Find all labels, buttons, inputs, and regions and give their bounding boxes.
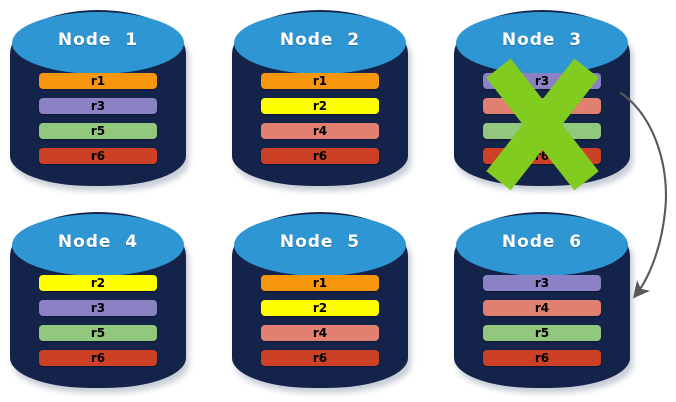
cylinder-top-ellipse [12, 12, 184, 74]
replica-list: r3 r4 r5 r6 [454, 275, 630, 375]
database-node-3[interactable]: Node 3 r3 r4 r5 r6 [454, 10, 633, 191]
replica-list: r1 r2 r4 r6 [232, 275, 408, 375]
replica-bar-r5[interactable]: r5 [39, 325, 157, 341]
replica-bar-r2[interactable]: r2 [39, 275, 157, 291]
replica-bar-r1[interactable]: r1 [261, 275, 379, 291]
replica-bar-r4[interactable]: r4 [483, 98, 601, 114]
replica-bar-r4[interactable]: r4 [483, 300, 601, 316]
node-title: Node 3 [501, 30, 583, 50]
replica-bar-r1[interactable]: r1 [261, 73, 379, 89]
replica-bar-r3[interactable]: r3 [39, 300, 157, 316]
replica-bar-r1[interactable]: r1 [39, 73, 157, 89]
replica-bar-r3[interactable]: r3 [483, 73, 601, 89]
replica-bar-r4[interactable]: r4 [261, 325, 379, 341]
replica-bar-r6[interactable]: r6 [483, 350, 601, 366]
database-node-6[interactable]: Node 6 r3 r4 r5 r6 [454, 212, 633, 393]
replica-bar-r2[interactable]: r2 [261, 300, 379, 316]
database-node-2[interactable]: Node 2 r1 r2 r4 r6 [232, 10, 411, 191]
replica-bar-r3[interactable]: r3 [483, 275, 601, 291]
cylinder-top-ellipse [456, 214, 628, 276]
replica-bar-r5[interactable]: r5 [483, 123, 601, 139]
node-title: Node 2 [279, 30, 361, 50]
replica-bar-r6[interactable]: r6 [39, 350, 157, 366]
replica-bar-r3[interactable]: r3 [39, 98, 157, 114]
cylinder-top-ellipse [234, 214, 406, 276]
replica-bar-r6[interactable]: r6 [39, 148, 157, 164]
cylinder-top-ellipse [12, 214, 184, 276]
node-title: Node 5 [279, 232, 361, 252]
replica-bar-r5[interactable]: r5 [39, 123, 157, 139]
replica-bar-r5[interactable]: r5 [483, 325, 601, 341]
node-title: Node 6 [501, 232, 583, 252]
database-node-4[interactable]: Node 4 r2 r3 r5 r6 [10, 212, 189, 393]
replica-bar-r6[interactable]: r6 [483, 148, 601, 164]
database-node-1[interactable]: Node 1 r1 r3 r5 r6 [10, 10, 189, 191]
database-node-5[interactable]: Node 5 r1 r2 r4 r6 [232, 212, 411, 393]
replica-list: r2 r3 r5 r6 [10, 275, 186, 375]
replica-list: r1 r2 r4 r6 [232, 73, 408, 173]
replica-list: r1 r3 r5 r6 [10, 73, 186, 173]
replica-bar-r6[interactable]: r6 [261, 350, 379, 366]
replica-bar-r6[interactable]: r6 [261, 148, 379, 164]
node-title: Node 1 [57, 30, 139, 50]
replica-bar-r2[interactable]: r2 [261, 98, 379, 114]
replica-bar-r4[interactable]: r4 [261, 123, 379, 139]
cylinder-top-ellipse [234, 12, 406, 74]
node-title: Node 4 [57, 232, 139, 252]
replica-list: r3 r4 r5 r6 [454, 73, 630, 173]
